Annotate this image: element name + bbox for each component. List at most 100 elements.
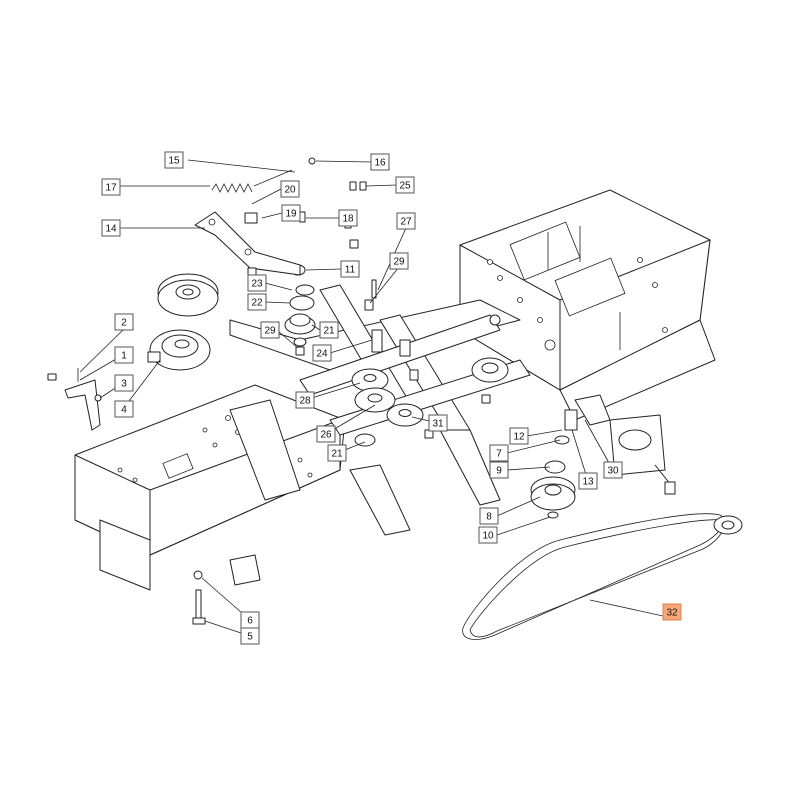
callout-box [281,204,301,222]
callout-number: 16 [374,158,386,169]
callout-box [662,603,682,621]
callout-number: 21 [331,449,343,460]
callout-box [164,151,184,169]
callout-number: 29 [264,326,276,337]
callout-box [260,321,280,339]
callout-number: 4 [121,405,127,416]
callout-number: 24 [316,349,328,360]
callout-7: 7 [489,444,509,462]
callout-box [114,400,134,418]
callout-23: 23 [247,274,267,292]
callout-box [327,444,347,462]
callout-28: 28 [295,391,315,409]
callout-box [396,212,416,230]
callout-box [489,461,509,479]
callout-number: 29 [393,257,405,268]
callout-box [478,526,498,544]
callout-number: 9 [496,466,502,477]
callout-32: 32 [662,603,682,621]
clutch-pulley-upper [157,273,219,317]
callout-box [428,414,448,432]
callout-number: 28 [299,396,311,407]
callout-box [578,472,598,490]
callout-number: 27 [400,217,412,228]
callout-box [319,321,339,339]
callout-box [479,507,499,525]
callout-26: 26 [316,425,336,443]
transmission-pulley [471,314,509,383]
callout-number: 3 [121,379,127,390]
callout-box [509,427,529,445]
fasteners [244,157,491,439]
callout-number: 31 [432,419,444,430]
callout-number: 30 [607,466,619,477]
callout-box [114,313,134,331]
callout-number: 10 [482,531,494,542]
transaxle [609,414,676,495]
callout-3: 3 [114,374,134,392]
tension-spring [211,169,293,193]
callout-box [280,180,300,198]
callout-box [316,425,336,443]
callout-10: 10 [478,526,498,544]
callout-number: 11 [345,265,356,276]
pulley-stack [284,264,316,347]
callout-box [338,209,358,227]
callout-16: 16 [370,153,390,171]
callout-12: 12 [509,427,529,445]
callout-box [247,293,267,311]
callout-box [114,346,134,364]
callout-box [114,374,134,392]
callout-box [240,627,260,645]
callout-30: 30 [603,461,623,479]
callout-14: 14 [101,219,121,237]
electric-clutch [147,329,211,371]
transmission-frame-right [459,189,716,421]
callout-2: 2 [114,313,134,331]
callout-number: 1 [121,351,127,362]
callout-20: 20 [280,180,300,198]
callout-9: 9 [489,461,509,479]
callout-number: 7 [496,449,502,460]
callout-number: 19 [285,209,297,220]
callout-number: 18 [342,214,354,225]
callout-25: 25 [395,176,415,194]
callout-19: 19 [281,204,301,222]
idler-pulleys-center [351,368,424,447]
callout-number: 13 [582,477,594,488]
callout-number: 5 [247,632,253,643]
callout-box [295,391,315,409]
callout-number: 2 [121,318,127,329]
callout-24: 24 [312,344,332,362]
callout-box [395,176,415,194]
callout-box [370,153,390,171]
callout-box [247,274,267,292]
callout-box [603,461,623,479]
callout-box [340,260,360,278]
callout-box [101,219,121,237]
callout-number: 14 [105,224,117,235]
callout-27: 27 [396,212,416,230]
tension-arm [194,211,301,276]
callout-15: 15 [164,151,184,169]
callout-box [389,252,409,270]
callout-number: 20 [284,185,296,196]
callout-number: 15 [168,156,180,167]
idler-assembly-right [530,394,611,519]
callout-17: 17 [101,178,121,196]
drive-belt [462,513,743,640]
callout-8: 8 [479,507,499,525]
callout-box [489,444,509,462]
left-bracket [47,368,102,431]
callout-29: 29 [389,252,409,270]
callout-5: 5 [240,627,260,645]
callout-22: 22 [247,293,267,311]
callout-4: 4 [114,400,134,418]
callout-6: 6 [240,611,260,629]
callout-21: 21 [319,321,339,339]
callout-number: 22 [251,298,263,309]
callout-18: 18 [338,209,358,227]
